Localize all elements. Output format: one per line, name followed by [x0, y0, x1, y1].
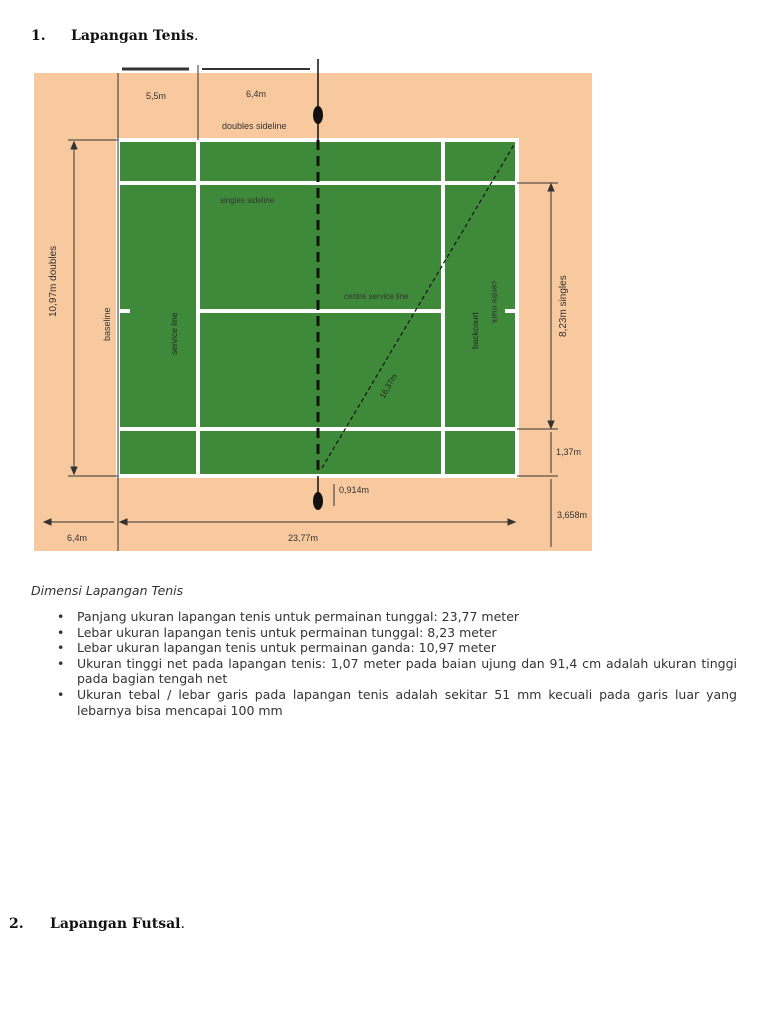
label-alley: 1,37m [556, 447, 581, 457]
list-item: Ukuran tinggi net pada lapangan tenis: 1… [55, 656, 737, 687]
section-1-heading: 1. Lapangan Tenis. [31, 28, 198, 44]
label-centre-mark: centre mark [490, 281, 499, 324]
section-1-title: Lapangan Tenis [71, 28, 194, 44]
tennis-court-diagram: 5,5m 6,4m doubles sideline singles sidel… [34, 59, 592, 551]
label-singles-sideline: singles sideline [220, 196, 275, 205]
net-post-bottom [313, 492, 323, 510]
section-2-title: Lapangan Futsal [50, 916, 181, 932]
label-doubles-sideline: doubles sideline [222, 121, 287, 131]
label-doubles-width: 10,97m doubles [48, 246, 59, 317]
net-post-top [313, 106, 323, 124]
label-backcourt: backcourt [470, 312, 480, 349]
dimension-lines [42, 65, 558, 551]
list-item: Lebar ukuran lapangan tenis untuk permai… [55, 625, 737, 641]
list-item: Lebar ukuran lapangan tenis untuk permai… [55, 640, 737, 656]
label-baseline: baseline [102, 307, 112, 341]
dimension-list: Panjang ukuran lapangan tenis untuk perm… [55, 609, 737, 718]
list-item: Ukuran tebal / lebar garis pada lapangan… [55, 687, 737, 718]
section-2-number: 2. [9, 916, 24, 932]
section-2-period: . [180, 916, 185, 932]
label-top-left: 5,5m [146, 91, 166, 101]
label-service-line: service line [169, 312, 179, 355]
label-runoff: 3,658m [557, 510, 587, 520]
label-net-height: 0,914m [339, 485, 369, 495]
label-centre-service-line: centre service line [344, 292, 409, 301]
list-item: Panjang ukuran lapangan tenis untuk perm… [55, 609, 737, 625]
section-1-period: . [193, 28, 199, 44]
label-singles-width: 8,23m singles [558, 275, 569, 337]
label-bottom-left: 6,4m [67, 533, 87, 543]
section-1-number: 1. [31, 28, 46, 44]
figure-caption: Dimensi Lapangan Tenis [31, 583, 184, 598]
label-top-mid: 6,4m [246, 89, 266, 99]
label-length: 23,77m [288, 533, 318, 543]
section-2-heading: 2. Lapangan Futsal. [9, 916, 185, 932]
